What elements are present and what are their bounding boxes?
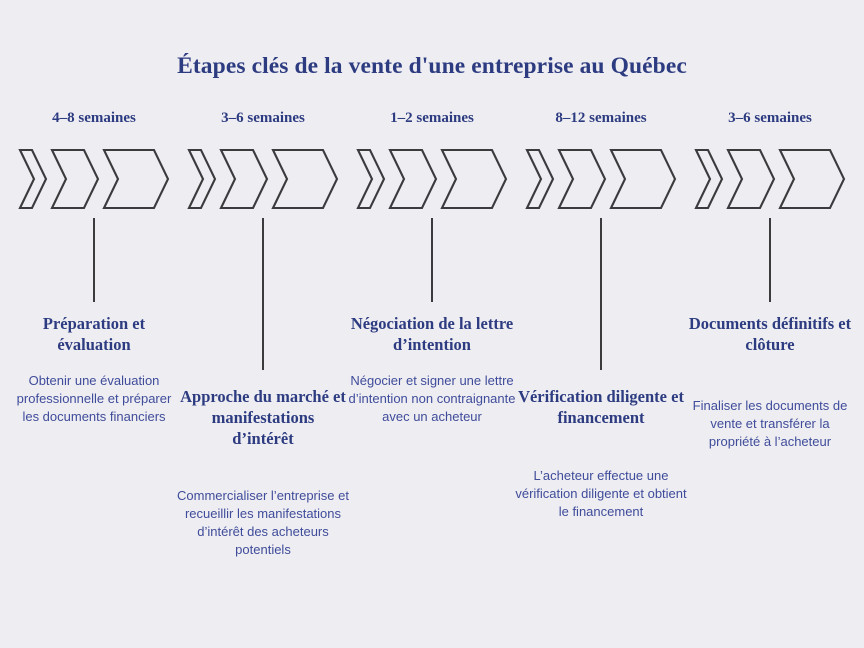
connector-line-3 bbox=[431, 218, 433, 302]
step-duration-5: 3–6 semaines bbox=[728, 110, 812, 126]
step-body-1: Obtenir une évaluation professionnelle e… bbox=[16, 373, 172, 424]
step-duration-4: 8–12 semaines bbox=[555, 110, 647, 126]
chevron-large-icon bbox=[271, 148, 339, 210]
step-heading-1: Préparation et évaluation bbox=[42, 314, 146, 355]
chevron-medium-icon bbox=[388, 148, 438, 210]
step-body-3: Négocier et signer une lettre d’intentio… bbox=[348, 373, 516, 424]
connector-line-5 bbox=[769, 218, 771, 302]
step-body-4: L’acheteur effectue une vérification dil… bbox=[515, 468, 687, 519]
chevron-small-icon bbox=[18, 148, 48, 210]
chevron-small-icon bbox=[187, 148, 217, 210]
step-body-5: Finaliser les documents de vente et tran… bbox=[692, 398, 848, 449]
step-column-3: 1–2 semaines Négociation de la lettre d’… bbox=[348, 0, 516, 648]
chevron-medium-icon bbox=[50, 148, 100, 210]
step-heading-5: Documents définitifs et clôture bbox=[688, 314, 852, 355]
chevron-large-icon bbox=[102, 148, 170, 210]
chevron-group-4 bbox=[523, 148, 679, 210]
step-duration-2: 3–6 semaines bbox=[221, 110, 305, 126]
step-heading-2: Approche du marché et manifestations d’i… bbox=[180, 387, 346, 449]
chevron-medium-icon bbox=[219, 148, 269, 210]
chevron-large-icon bbox=[440, 148, 508, 210]
chevron-large-icon bbox=[609, 148, 677, 210]
step-body-2: Commercialiser l’entreprise et recueilli… bbox=[177, 488, 349, 557]
chevron-small-icon bbox=[525, 148, 555, 210]
chevron-small-icon bbox=[694, 148, 724, 210]
chevron-group-3 bbox=[354, 148, 510, 210]
chevron-medium-icon bbox=[726, 148, 776, 210]
chevron-large-icon bbox=[778, 148, 846, 210]
chevron-medium-icon bbox=[557, 148, 607, 210]
step-column-5: 3–6 semaines Documents définitifs et clô… bbox=[686, 0, 854, 648]
chevron-group-1 bbox=[16, 148, 172, 210]
connector-line-1 bbox=[93, 218, 95, 302]
page-title: Étapes clés de la vente d'une entreprise… bbox=[177, 53, 687, 79]
connector-line-4 bbox=[600, 218, 602, 370]
step-duration-1: 4–8 semaines bbox=[52, 110, 136, 126]
step-heading-3: Négociation de la lettre d’intention bbox=[350, 314, 514, 355]
step-column-1: 4–8 semaines Préparation et évaluation O… bbox=[10, 0, 178, 648]
step-column-2: 3–6 semaines Approche du marché et manif… bbox=[177, 0, 349, 648]
connector-line-2 bbox=[262, 218, 264, 370]
chevron-group-5 bbox=[692, 148, 848, 210]
step-duration-3: 1–2 semaines bbox=[390, 110, 474, 126]
chevron-small-icon bbox=[356, 148, 386, 210]
step-heading-4: Vérification diligente et financement bbox=[518, 387, 684, 428]
step-column-4: 8–12 semaines Vérification diligente et … bbox=[515, 0, 687, 648]
chevron-group-2 bbox=[185, 148, 341, 210]
